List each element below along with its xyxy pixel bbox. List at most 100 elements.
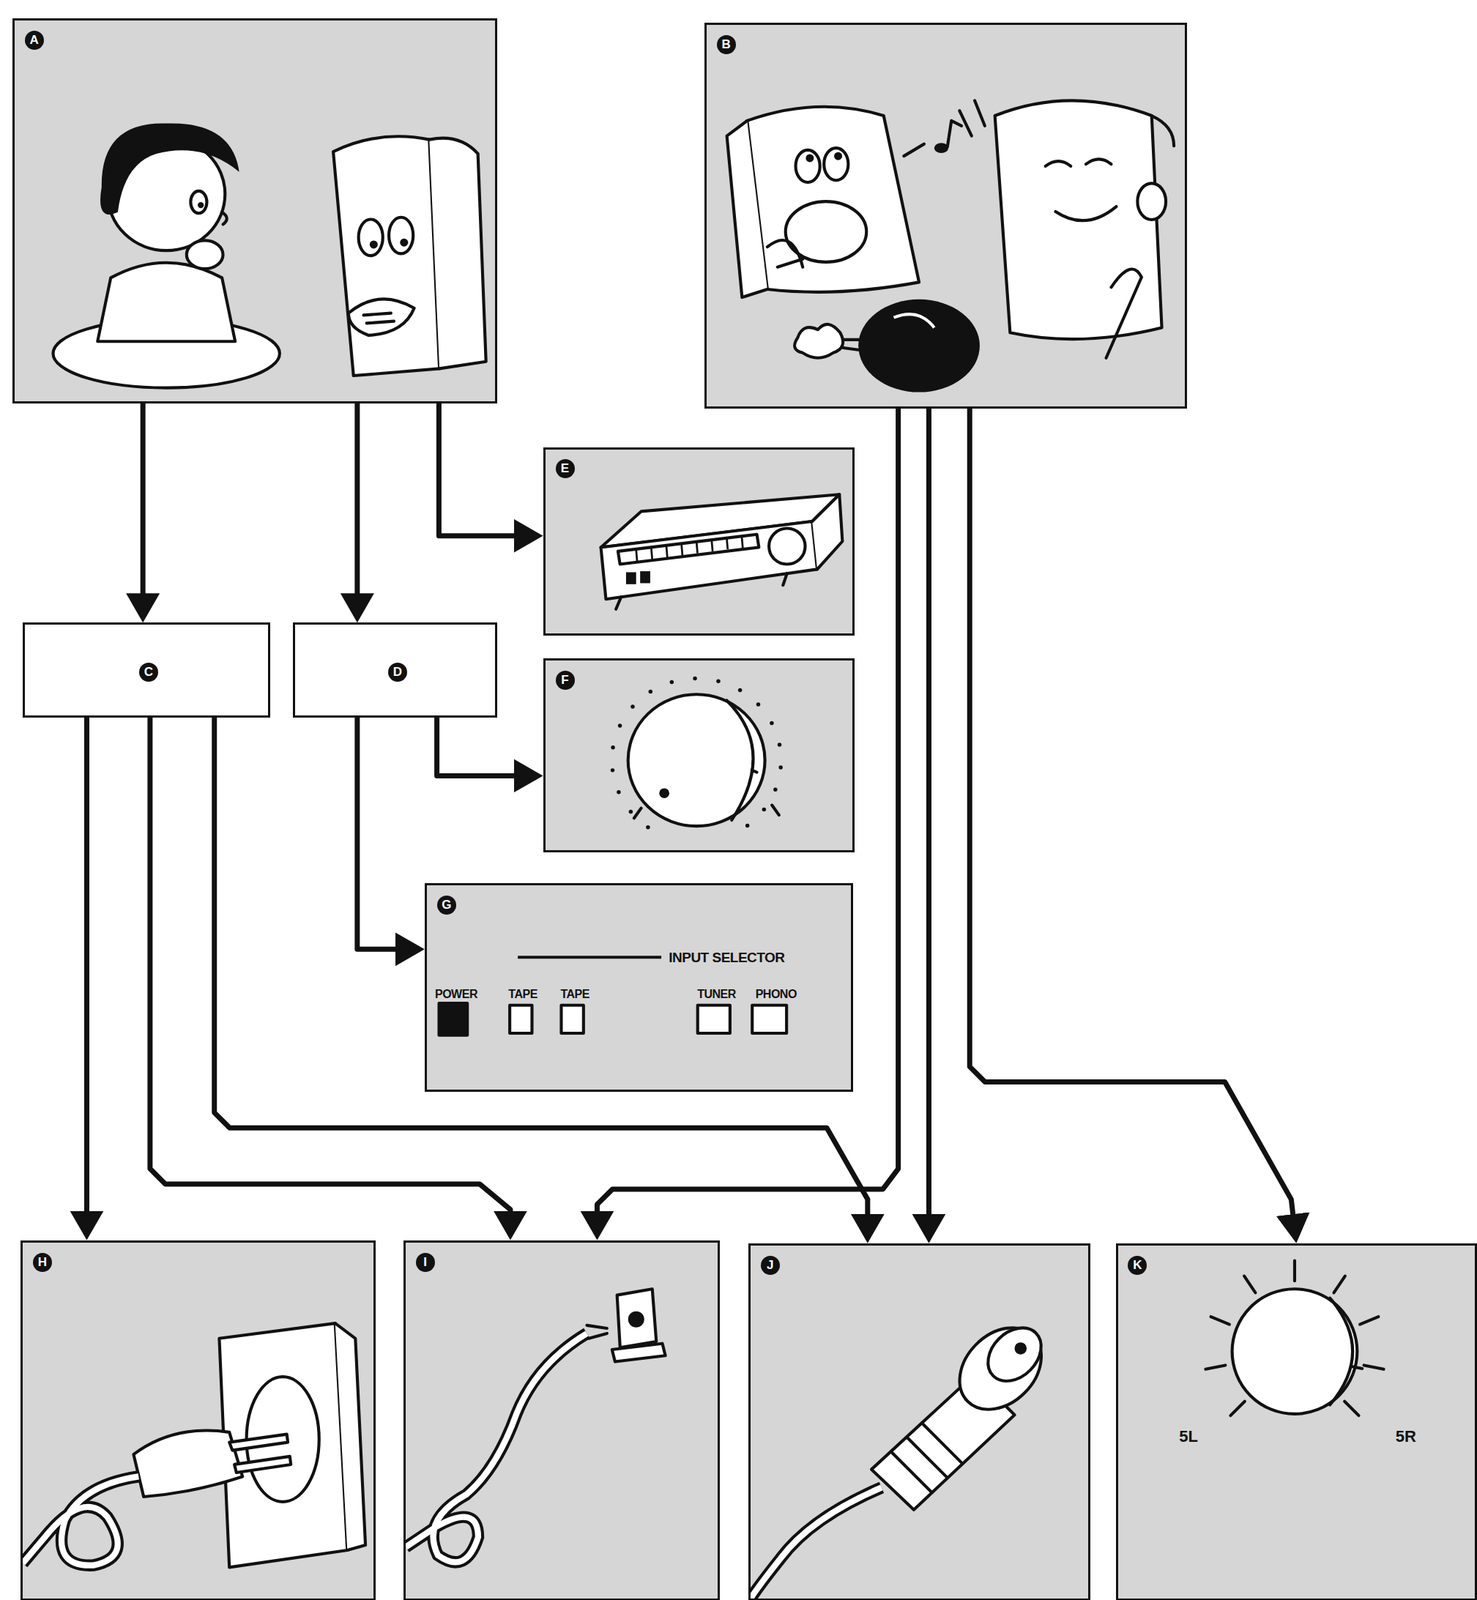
illustration-stroke xyxy=(891,1422,962,1493)
illustration xyxy=(545,449,853,635)
panel-letter: A xyxy=(24,30,44,50)
illustration-stroke xyxy=(635,536,743,561)
illustration-stroke xyxy=(697,1004,731,1033)
illustration-stroke xyxy=(22,1476,139,1565)
panel-letter: H xyxy=(32,1252,52,1272)
illustration-stroke xyxy=(761,807,766,812)
picture-panel: I xyxy=(403,1240,720,1600)
illustration-stroke xyxy=(399,238,408,247)
button-label: PHONO xyxy=(755,987,797,1002)
illustration-stroke xyxy=(405,1333,587,1562)
button-label: TAPE xyxy=(560,987,589,1002)
illustration-stroke xyxy=(438,1003,468,1036)
illustration-stroke xyxy=(750,1487,882,1598)
illustration-stroke xyxy=(726,700,753,821)
illustration-stroke xyxy=(776,742,781,747)
illustration-stroke xyxy=(1244,1275,1256,1293)
picture-panel: E xyxy=(543,447,855,637)
illustration-stroke xyxy=(1363,1364,1384,1369)
illustration-stroke xyxy=(388,217,414,255)
illustration-stroke xyxy=(947,120,962,148)
illustration-stroke xyxy=(633,805,779,819)
illustration-stroke xyxy=(600,521,817,600)
illustration-stroke xyxy=(773,787,777,792)
illustration-stroke xyxy=(755,702,760,706)
illustration-stroke xyxy=(630,704,635,709)
illustration-stroke xyxy=(517,955,662,959)
illustration xyxy=(1118,1245,1475,1599)
illustration xyxy=(750,1245,1089,1599)
illustration xyxy=(426,885,851,1091)
illustration-stroke xyxy=(221,212,228,225)
picture-panel: A xyxy=(12,18,498,404)
button-label: TAPE xyxy=(508,987,537,1002)
illustration-stroke xyxy=(611,1342,665,1362)
illustration-stroke xyxy=(805,153,814,162)
illustration-stroke xyxy=(1014,1342,1027,1355)
connector-arrow xyxy=(354,403,360,609)
illustration-stroke xyxy=(627,1310,644,1327)
illustration-stroke xyxy=(977,1317,1052,1392)
panel-letter: G xyxy=(437,895,457,915)
illustration-stroke xyxy=(610,745,615,750)
illustration-stroke xyxy=(429,138,486,370)
panel-letter: K xyxy=(1127,1255,1147,1275)
connector-arrow xyxy=(438,403,528,537)
illustration-stroke xyxy=(1137,183,1166,220)
illustration xyxy=(545,660,853,851)
illustration-stroke xyxy=(363,313,394,324)
illustration-stroke xyxy=(893,314,934,328)
illustration-stroke xyxy=(609,768,614,772)
picture-panel: B xyxy=(704,22,1188,409)
illustration-stroke xyxy=(726,120,767,298)
picture-panel: J xyxy=(748,1243,1091,1600)
picture-panel: GINPUT SELECTORPOWERTAPETAPETUNERPHONO xyxy=(424,883,854,1093)
illustration-stroke xyxy=(1231,1288,1357,1415)
illustration-stroke xyxy=(767,240,803,268)
panel-letter: B xyxy=(716,35,736,55)
illustration-stroke xyxy=(640,571,651,583)
illustration-stroke xyxy=(834,151,843,160)
button-label: POWER xyxy=(434,987,478,1002)
illustration-stroke xyxy=(769,721,774,725)
illustration-stroke xyxy=(405,1333,587,1562)
illustration-stroke xyxy=(795,150,820,183)
illustration-stroke xyxy=(1292,1260,1296,1281)
illustration-stroke xyxy=(186,240,224,269)
illustration-stroke xyxy=(692,676,697,681)
illustration-stroke xyxy=(648,689,652,694)
illustration-stroke xyxy=(616,790,621,794)
illustration-stroke xyxy=(586,1325,607,1339)
connector-arrow xyxy=(140,403,146,609)
illustration-stroke xyxy=(858,298,980,392)
panel-letter: F xyxy=(555,670,575,690)
illustration-stroke xyxy=(1055,206,1116,221)
illustration-stroke xyxy=(794,323,843,358)
illustration-stroke xyxy=(812,494,843,569)
label-box: C xyxy=(22,622,271,718)
illustration-stroke xyxy=(560,1004,583,1033)
illustration-stroke xyxy=(133,1430,243,1497)
illustration-stroke xyxy=(943,1311,1058,1426)
illustration-stroke xyxy=(768,527,805,564)
illustration-stroke xyxy=(627,694,765,827)
panel-letter: J xyxy=(760,1255,780,1275)
illustration-stroke xyxy=(197,202,204,208)
illustration-stroke xyxy=(626,571,637,584)
illustration xyxy=(405,1242,718,1599)
illustration-stroke xyxy=(1210,1316,1229,1324)
panel-letter: E xyxy=(555,459,575,479)
dial-label: 5L xyxy=(1178,1427,1199,1447)
illustration-stroke xyxy=(823,147,848,181)
illustration-stroke xyxy=(959,100,985,136)
dial-label: 5R xyxy=(1395,1427,1417,1447)
illustration-stroke xyxy=(744,823,749,828)
illustration-stroke xyxy=(1351,1366,1363,1369)
illustration-stroke xyxy=(737,688,742,693)
picture-panel: F xyxy=(543,658,855,853)
illustration-stroke xyxy=(1359,1316,1379,1324)
connector-arrow xyxy=(969,408,1295,1229)
illustration-stroke xyxy=(369,240,378,249)
illustration-stroke xyxy=(750,1487,882,1598)
illustration-stroke xyxy=(659,787,670,799)
